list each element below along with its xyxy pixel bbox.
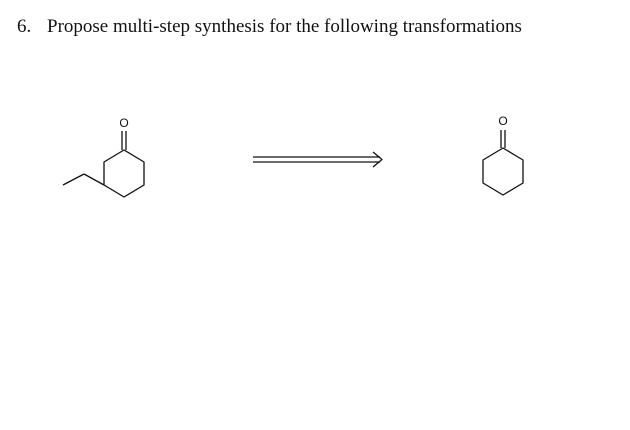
reactant-ethyl-bond-2	[62, 173, 85, 186]
product-cyclohexanone: O	[482, 114, 524, 196]
reactant-ethyl-bond-1	[83, 173, 105, 186]
question-text: Propose multi-step synthesis for the fol…	[47, 16, 522, 37]
arrow-head	[372, 151, 383, 168]
reactant-cyclohexane-ring	[103, 149, 145, 198]
reactant-3-ethylcyclohexanone: O	[62, 116, 145, 198]
reaction-arrow	[253, 151, 383, 168]
product-cyclohexane-ring	[482, 147, 524, 196]
question-6: 6. Propose multi-step synthesis for the f…	[17, 14, 522, 40]
question-number: 6.	[17, 16, 32, 37]
reactant-oxygen-label: O	[119, 116, 128, 130]
product-oxygen-label: O	[498, 114, 507, 128]
